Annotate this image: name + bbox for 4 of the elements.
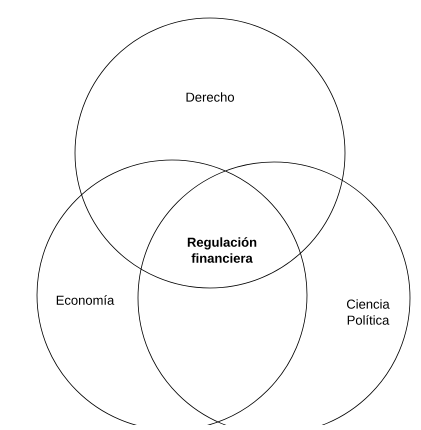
circle-label: Ciencia Política	[346, 299, 390, 325]
circle-label: Economía	[56, 295, 114, 305]
intersection-label: Regulación financiera	[188, 237, 256, 263]
circle-label: Derecho	[186, 92, 234, 102]
